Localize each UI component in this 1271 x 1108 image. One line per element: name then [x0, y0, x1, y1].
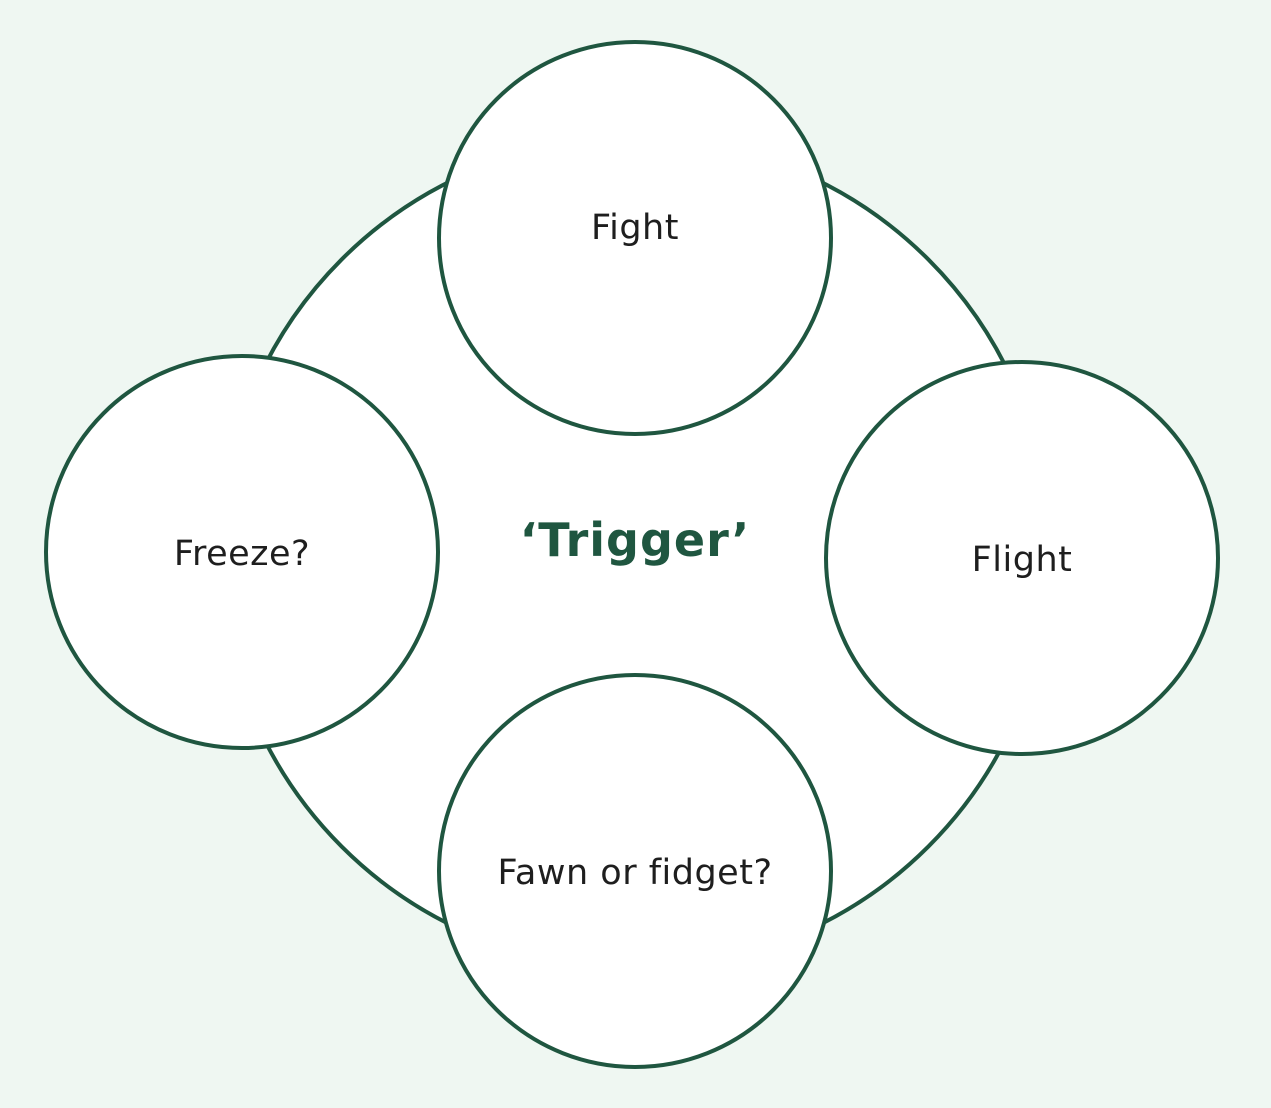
- trigger-label: ‘Trigger’: [519, 513, 751, 567]
- flight-circle: [824, 360, 1220, 756]
- freeze-label: Freeze?: [173, 534, 311, 574]
- fight-circle: [437, 40, 833, 436]
- fawn-circle: [437, 673, 833, 1069]
- freeze-circle: [44, 354, 440, 750]
- fawn-label: Fawn or fidget?: [497, 853, 773, 893]
- fight-label: Fight: [591, 208, 679, 248]
- flight-label: Flight: [971, 540, 1073, 580]
